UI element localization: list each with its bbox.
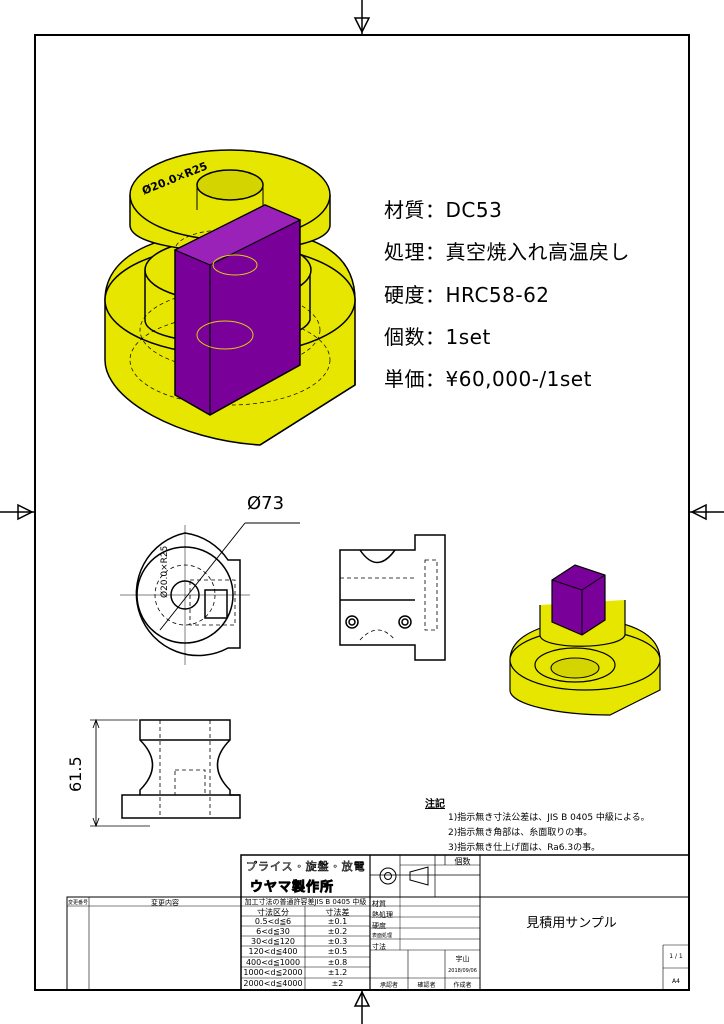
spec-treatment: 処理：真空焼入れ高温戻し: [384, 240, 630, 264]
sign-label: 作成者: [453, 982, 472, 989]
engraving-label-top-view: Ø20.0×R25: [160, 545, 170, 598]
spec-unit-price: 単価：¥60,000-/1set: [384, 367, 592, 391]
field-label: 熱処理: [372, 911, 393, 919]
spec-hardness: 硬度：HRC58-62: [384, 283, 550, 307]
tolerance-range: 2000<d≦4000: [243, 979, 303, 988]
paper-size: A4: [672, 978, 680, 985]
top-view: [120, 522, 300, 665]
company-logo-text: ウヤマ製作所: [250, 880, 335, 896]
tolerance-value: ±0.2: [327, 927, 348, 936]
tolerance-value: ±2: [331, 979, 344, 988]
side-view: [339, 534, 446, 661]
tolerance-range: 400<d≦1000: [245, 958, 301, 967]
isometric-render-small: [509, 564, 661, 716]
field-label: 材質: [372, 900, 386, 908]
tolerance-header-diff: 寸法差: [325, 908, 350, 917]
spec-material: 材質：DC53: [384, 198, 503, 222]
tolerance-title: 加工寸法の普通許容差JIS B 0405 中級: [244, 898, 367, 906]
field-label: 寸法: [372, 943, 386, 951]
revision-number-header: 変更番号: [67, 900, 88, 906]
date: 2018/09/06: [448, 968, 477, 974]
tolerance-range: 30<d≦120: [251, 937, 295, 946]
tolerance-range: 0.5<d≦6: [254, 917, 292, 926]
tolerance-range: 120<d≦400: [248, 947, 298, 956]
notes-heading: 注記: [425, 799, 445, 810]
tolerance-range: 6<d≦30: [256, 927, 290, 936]
tolerance-value: ±0.3: [327, 937, 348, 946]
tolerance-value: ±0.1: [327, 917, 348, 926]
diameter-dimension: Ø73: [247, 493, 285, 514]
title-block-lines: [66, 854, 690, 991]
tolerance-value: ±0.5: [327, 947, 348, 956]
height-dimension: 61.5: [66, 756, 85, 792]
revision-content-header: 変更内容: [151, 899, 179, 907]
note-item: 1)指示無き寸法公差は、JIS B 0405 中級による。: [448, 813, 650, 823]
front-view: [90, 718, 241, 828]
note-item: 2)指示無き角部は、糸面取りの事。: [448, 828, 593, 838]
sign-label: 確認者: [417, 982, 436, 989]
tolerance-value: ±1.2: [327, 968, 348, 977]
isometric-render-large: [104, 149, 356, 446]
designer: 宇山: [455, 955, 470, 963]
company-tagline: プライス・旋盤・放電: [246, 860, 366, 874]
drawing-name: 見積用サンプル: [526, 916, 617, 931]
field-label: 硬度: [372, 922, 386, 930]
tolerance-header-range: 寸法区分: [257, 908, 289, 917]
sheet-number: 1 / 1: [669, 953, 683, 960]
sign-label: 承認者: [379, 982, 398, 989]
quantity-label: 個数: [454, 857, 471, 866]
field-label: 表面処理: [372, 933, 393, 939]
spec-quantity: 個数：1set: [384, 325, 491, 349]
note-item: 3)指示無き仕上げ面は、Ra6.3の事。: [448, 843, 601, 853]
tolerance-value: ±0.8: [327, 958, 348, 967]
tolerance-range: 1000<d≦2000: [243, 968, 303, 977]
